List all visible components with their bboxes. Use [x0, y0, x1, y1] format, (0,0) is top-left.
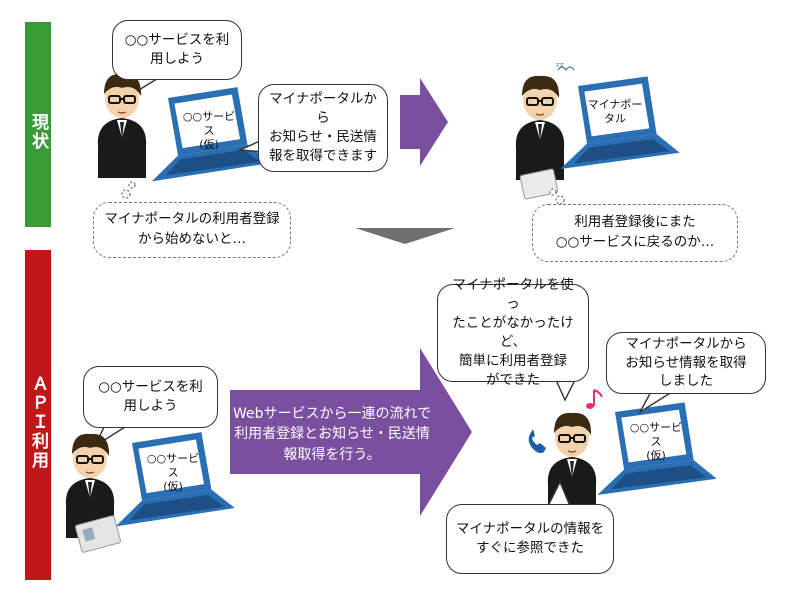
- speech-bubble-easy-register: マイナポータルを使っ たことがなかったけど、 簡単に利用者登録 ができた: [437, 277, 589, 388]
- screen-label-service: ○○サービス (仮): [182, 110, 236, 151]
- transition-arrow: [400, 78, 448, 166]
- down-arrow: [355, 228, 455, 244]
- sleep-icon: ᶻᶻ: [556, 60, 564, 73]
- screen-label-portal: マイナポータル: [587, 98, 643, 125]
- thought-bubble-register: マイナポータルの利用者登録 から始めないと…: [93, 202, 291, 258]
- speech-text: ○○サービスを利 用しよう: [98, 379, 203, 414]
- speech-text: マイナポータルを使っ たことがなかったけど、 簡単に利用者登録 ができた: [452, 277, 574, 388]
- screen-label-service-left: ○○サービス (仮): [146, 452, 200, 493]
- person-current-left: [96, 72, 148, 179]
- thought-text: 利用者登録後にまた ○○サービスに戻るのか…: [555, 214, 715, 250]
- screen-label-service-right: ○○サービス (仮): [629, 421, 683, 462]
- sidebar-api-label: ＡＰＩ利用: [28, 374, 48, 470]
- person-current-right: [514, 74, 566, 181]
- sidebar-api: ＡＰＩ利用: [25, 250, 51, 580]
- speech-bubble-got-info: マイナポータルから お知らせ情報を取得 しました: [606, 332, 766, 394]
- thought-bubble-return: 利用者登録後にまた ○○サービスに戻るのか…: [532, 204, 738, 262]
- thought-dot: [128, 181, 136, 189]
- id-card: [75, 515, 121, 553]
- speech-text: マイナポータルの情報を すぐに参照できた: [455, 521, 605, 556]
- speech-bubble-use-service-api: ○○サービスを利 用しよう: [83, 366, 218, 428]
- sidebar-current: 現状: [25, 22, 51, 227]
- thought-dot: [555, 195, 565, 205]
- speech-text: マイナポータルから お知らせ情報を取得 しました: [625, 335, 747, 390]
- thought-text: マイナポータルの利用者登録 から始めないと…: [104, 211, 280, 247]
- sidebar-current-label: 現状: [28, 112, 48, 151]
- id-card: [519, 168, 559, 200]
- main-arrow-text: Webサービスから一連の流れで 利用者登録とお知らせ・民送情 報取得を行う。: [232, 406, 432, 463]
- phone-icon: [528, 429, 546, 454]
- music-note-icon: [586, 389, 603, 409]
- sleep-icon: [557, 66, 575, 72]
- speech-bubble-portal-info: マイナポータルから お知らせ・民送情 報を取得できます: [258, 84, 388, 172]
- speech-text: マイナポータルから お知らせ・民送情 報を取得できます: [269, 91, 377, 164]
- speech-text: ○○サービスを利 用しよう: [124, 32, 230, 67]
- thought-dot: [121, 189, 131, 199]
- main-arrow: [230, 348, 472, 516]
- id-card-photo: [82, 527, 96, 542]
- thought-dot: [549, 188, 557, 196]
- speech-bubble-refer: マイナポータルの情報を すぐに参照できた: [446, 504, 614, 574]
- speech-bubble-use-service: ○○サービスを利 用しよう: [112, 20, 242, 80]
